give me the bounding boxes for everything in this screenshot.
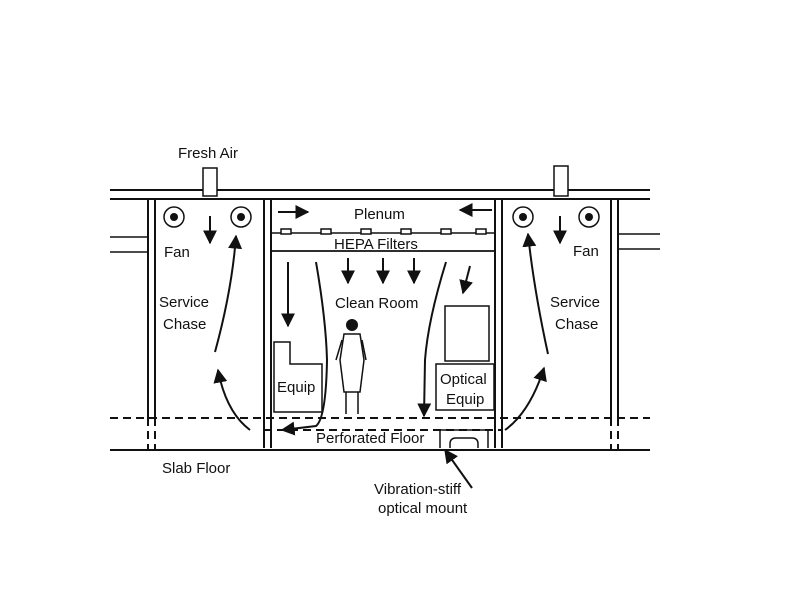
vibration-mount-label-line1: Vibration-stiff (374, 481, 462, 498)
equip-label: Equip (277, 379, 315, 396)
optical-equip-label-line1: Optical (440, 371, 487, 388)
optical-equip-box (435, 305, 495, 411)
vibration-mount-label-line2: optical mount (378, 500, 468, 517)
slab-floor-label: Slab Floor (162, 460, 230, 477)
service-chase-right-line2: Chase (555, 316, 598, 333)
perforated-floor-line (110, 417, 650, 431)
fan-left-outer (163, 206, 185, 228)
service-chase-left-line1: Service (159, 294, 209, 311)
hepa-filters-label: HEPA Filters (334, 236, 418, 253)
clean-room-label: Clean Room (335, 295, 418, 312)
service-chase-right-line1: Service (550, 294, 600, 311)
fresh-air-label: Fresh Air (178, 145, 238, 162)
service-chase-left-line2: Chase (163, 316, 206, 333)
equip-box (273, 341, 323, 413)
vibration-mount (439, 429, 489, 448)
fan-right-inner (512, 206, 534, 228)
plenum-label: Plenum (354, 206, 405, 223)
fresh-air-intake-left (202, 167, 218, 197)
fan-left-inner (230, 206, 252, 228)
airflow-arrows (203, 203, 567, 489)
worker-figure (335, 319, 367, 414)
fresh-air-intake-right (553, 165, 569, 197)
fan-left-label: Fan (164, 244, 190, 261)
fan-right-outer (578, 206, 600, 228)
hepa-filter-bank (270, 228, 496, 252)
optical-equip-label-line2: Equip (446, 391, 484, 408)
perforated-floor-label: Perforated Floor (316, 430, 424, 447)
fan-right-label: Fan (573, 243, 599, 260)
